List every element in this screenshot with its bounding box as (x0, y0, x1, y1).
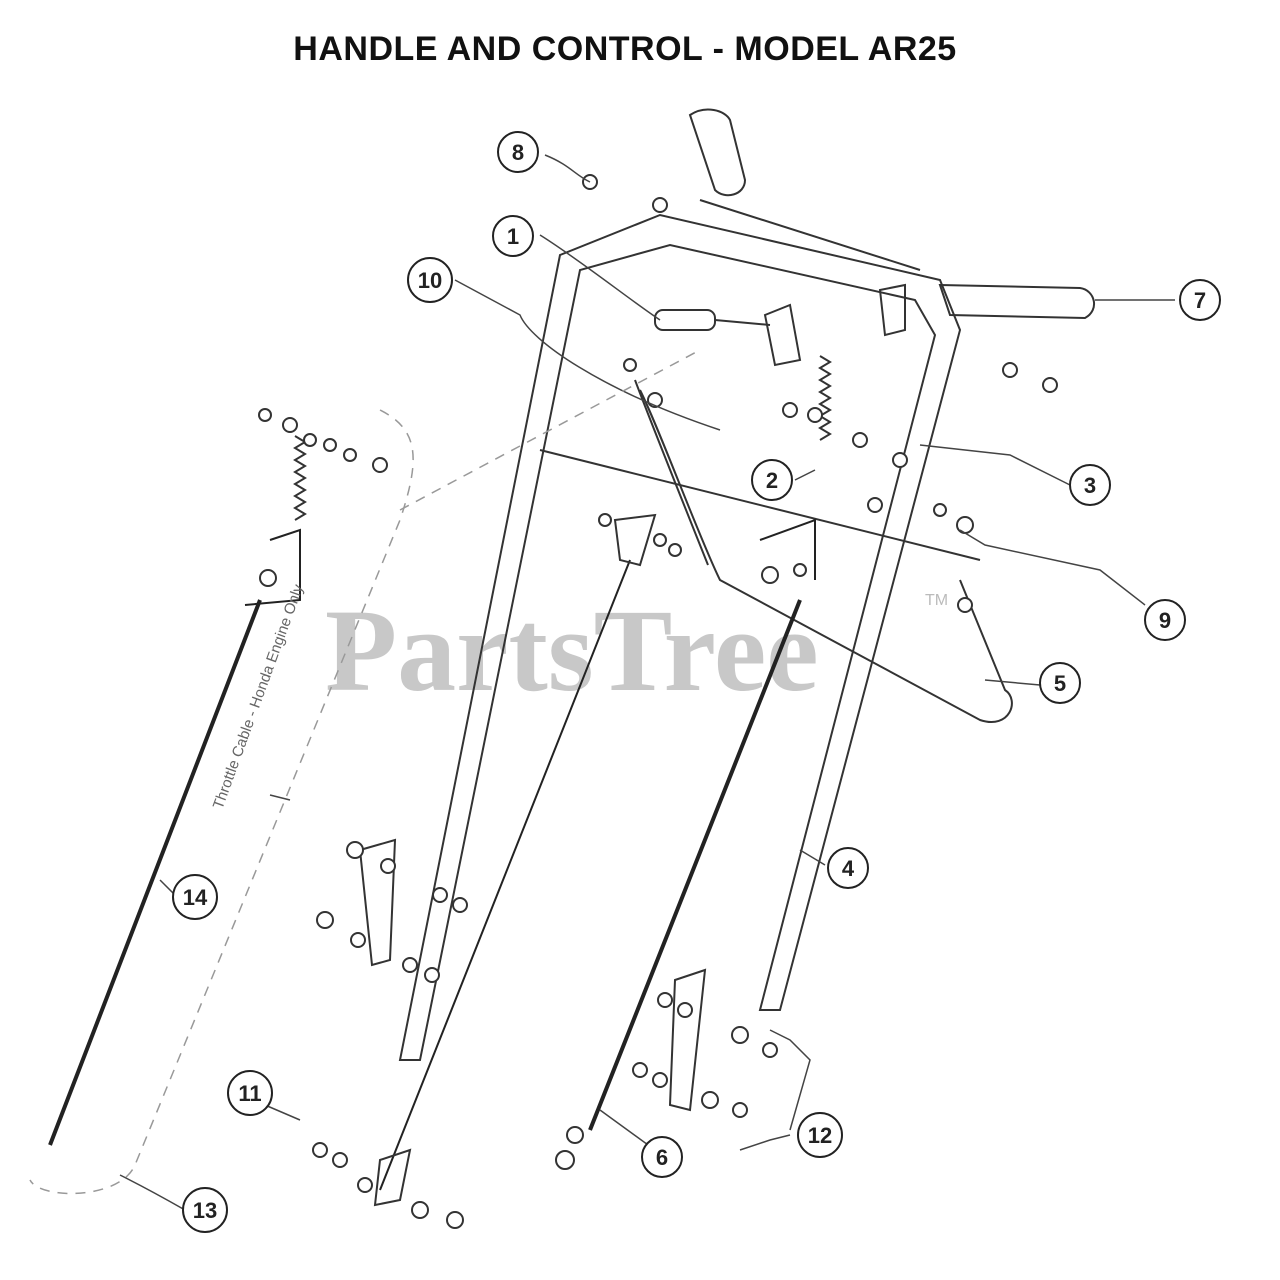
callout-label: 13 (193, 1198, 217, 1223)
callouts: 8 1 10 7 2 3 9 5 (172, 131, 1221, 1233)
callout-label: 14 (183, 885, 208, 910)
callout-label: 11 (238, 1081, 261, 1106)
control-bracket (654, 283, 906, 367)
handle-frame (398, 108, 1095, 1061)
leader-lines (119, 154, 1175, 1211)
callout-label: 3 (1084, 473, 1096, 498)
callout-2[interactable]: 2 (751, 459, 793, 501)
diagram-title: HANDLE AND CONTROL - MODEL AR25 (293, 30, 957, 68)
callout-4[interactable]: 4 (827, 847, 869, 889)
bail-lever (539, 379, 1013, 723)
callout-label: 7 (1194, 288, 1206, 313)
callout-12[interactable]: 12 (797, 1112, 843, 1158)
springs (293, 355, 832, 521)
watermark-trademark: TM (925, 592, 948, 609)
callout-label: 1 (507, 224, 519, 249)
watermark-text: PartsTree (325, 585, 819, 716)
callout-8-top[interactable]: 8 (497, 131, 539, 173)
callout-13[interactable]: 13 (182, 1187, 228, 1233)
callout-9[interactable]: 9 (1144, 599, 1186, 641)
cables (48, 518, 816, 1191)
hardware (258, 174, 1058, 1229)
callout-label: 6 (656, 1145, 668, 1170)
callout-label: 5 (1054, 671, 1066, 696)
callout-label: 4 (842, 856, 855, 881)
callout-6[interactable]: 6 (641, 1136, 683, 1178)
callout-label: 10 (418, 268, 442, 293)
callout-label: 12 (808, 1123, 832, 1148)
callout-label: 9 (1159, 608, 1171, 633)
brackets (358, 513, 707, 1207)
callout-label: 2 (766, 468, 778, 493)
callout-14[interactable]: 14 (172, 874, 218, 920)
callout-3[interactable]: 3 (1069, 464, 1111, 506)
callout-1[interactable]: 1 (492, 215, 534, 257)
callout-11[interactable]: 11 (227, 1070, 273, 1116)
callout-5[interactable]: 5 (1039, 662, 1081, 704)
callout-10[interactable]: 10 (407, 257, 453, 303)
callout-label: 8 (512, 140, 524, 165)
callout-7[interactable]: 7 (1179, 279, 1221, 321)
throttle-cable-group-outline (29, 349, 701, 1195)
